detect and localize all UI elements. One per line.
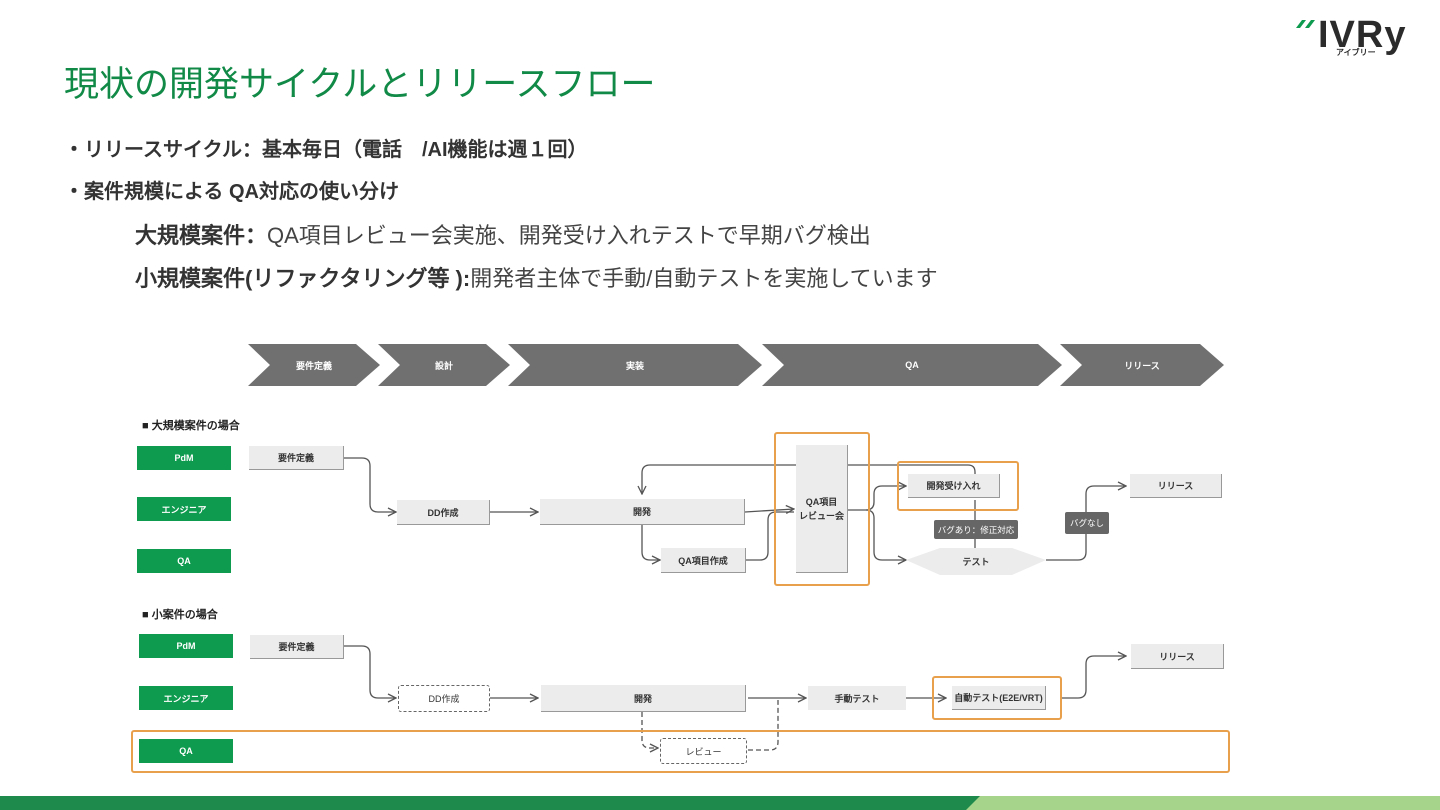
small-step-review: レビュー <box>660 738 747 764</box>
subitem-small-label: 小規模案件(リファクタリング等 ): <box>135 266 471 291</box>
dashed-review-to-manual <box>748 700 779 751</box>
logo-subtext: アイブリー <box>1336 48 1376 57</box>
small-role-engineer: エンジニア <box>139 686 233 710</box>
footer-bar <box>0 796 1440 810</box>
large-step-release: リリース <box>1130 474 1222 498</box>
review-meeting-line2: レビュー会 <box>798 510 844 521</box>
large-section-label: ■ 大規模案件の場合 <box>142 420 240 432</box>
highlight-accept-test <box>897 461 1019 511</box>
page-title: 現状の開発サイクルとリリースフロー <box>64 65 656 104</box>
subitem-large-text: QA項目レビュー会実施、開発受け入れテストで早期バグ検出 <box>267 223 871 248</box>
logo-text: IVRy <box>1318 14 1407 56</box>
bullet-qa-usage: ・案件規模による QA対応の使い分け <box>64 181 399 203</box>
small-role-qa: QA <box>139 739 233 763</box>
phase-implementation-label: 実装 <box>625 360 644 371</box>
highlight-review-meeting <box>774 432 870 586</box>
large-role-qa: QA <box>137 549 231 573</box>
large-step-requirements: 要件定義 <box>249 446 344 470</box>
arrow-qaitem-to-review <box>746 511 794 561</box>
small-role-pdm: PdM <box>139 634 233 658</box>
review-meeting-line1: QA項目 <box>805 496 838 507</box>
large-role-engineer: エンジニア <box>137 497 231 521</box>
arrow-small-auto-to-release <box>1062 656 1126 699</box>
large-step-test: テスト <box>962 557 990 567</box>
large-step-dev: 開発 <box>540 499 745 525</box>
logo: IVRy アイブリー <box>1290 14 1420 58</box>
arrow-req-to-dd <box>344 457 396 512</box>
small-step-dd: DD作成 <box>398 685 490 712</box>
phase-chevron-release <box>1060 344 1224 386</box>
large-step-dd: DD作成 <box>397 500 490 525</box>
phase-design-label: 設計 <box>434 360 453 371</box>
logo-slash-icon <box>1296 20 1315 28</box>
phase-chevron-qa <box>762 344 1062 386</box>
phase-chevron-requirements <box>248 344 380 386</box>
small-step-release: リリース <box>1131 644 1224 669</box>
test-diamond <box>906 548 1046 575</box>
phase-qa-label: QA <box>905 360 919 370</box>
bug-fix-label: バグあり：修正対応 <box>934 520 1018 539</box>
small-step-dev: 開発 <box>541 685 746 712</box>
highlight-small-qa-row <box>131 730 1230 773</box>
large-step-review-meeting: QA項目 レビュー会 <box>796 445 848 573</box>
arrow-review-to-test <box>865 509 906 560</box>
large-step-accept-test: 開発受け入れ <box>908 474 1000 498</box>
phase-chevron-implementation <box>508 344 762 386</box>
arrow-dev-to-review <box>744 509 794 512</box>
large-step-qa-item: QA項目作成 <box>661 548 746 573</box>
arrow-dev-to-qaitem <box>641 525 660 560</box>
subitem-large: 大規模案件：QA項目レビュー会実施、開発受け入れテストで早期バグ検出 <box>135 218 871 250</box>
no-bug-label: バグなし <box>1065 512 1109 534</box>
phase-requirements-label: 要件定義 <box>295 360 332 371</box>
subitem-small-text: 開発者主体で手動/自動テストを実施しています <box>470 266 938 291</box>
highlight-auto-test <box>932 676 1062 720</box>
arrow-small-req-to-dd <box>344 645 396 698</box>
subitem-small: 小規模案件(リファクタリング等 ):開発者主体で手動/自動テストを実施しています <box>135 261 938 293</box>
small-step-requirements: 要件定義 <box>250 635 344 659</box>
small-step-manual-test: 手動テスト <box>808 686 906 710</box>
phase-release-label: リリース <box>1124 360 1160 371</box>
dashed-dev-to-review <box>641 712 658 748</box>
phase-chevron-design <box>378 344 510 386</box>
small-step-auto-test: 自動テスト(E2E/VRT) <box>952 686 1046 710</box>
small-section-label: ■ 小案件の場合 <box>142 609 218 621</box>
large-role-pdm: PdM <box>137 446 231 470</box>
subitem-large-label: 大規模案件： <box>135 223 268 248</box>
bullet-release-cycle: ・リリースサイクル：基本毎日（電話 /AI機能は週１回） <box>64 139 588 161</box>
